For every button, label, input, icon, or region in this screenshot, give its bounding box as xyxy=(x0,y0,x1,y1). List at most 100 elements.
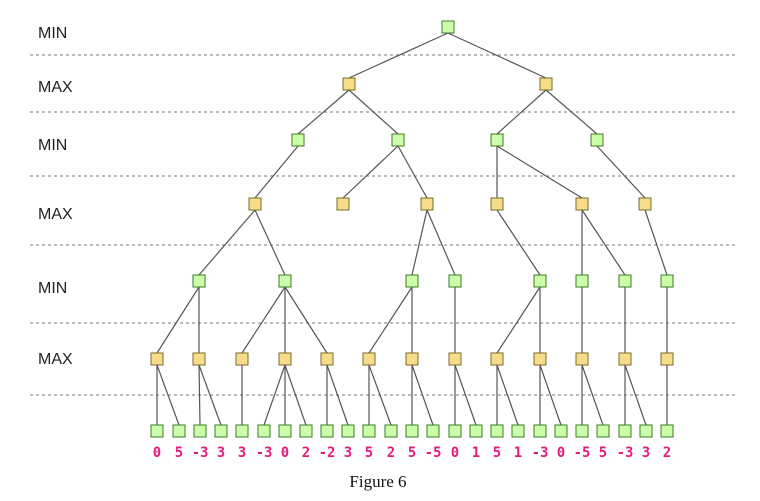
leaf-node xyxy=(405,424,419,438)
leaf-value: 0 xyxy=(557,445,565,461)
leaf-value: -5 xyxy=(425,445,442,461)
max-node xyxy=(638,197,652,211)
max-node xyxy=(336,197,350,211)
leaf-node xyxy=(150,424,164,438)
max-node xyxy=(192,352,206,366)
min-node xyxy=(391,133,405,147)
max-node xyxy=(420,197,434,211)
tree-edge xyxy=(454,364,477,426)
tree-edge xyxy=(545,89,598,135)
tree-edge xyxy=(326,364,349,426)
leaf-node xyxy=(341,424,355,438)
leaf-node xyxy=(257,424,271,438)
min-node xyxy=(278,274,292,288)
leaf-node xyxy=(278,424,292,438)
leaf-node xyxy=(172,424,186,438)
min-node xyxy=(660,274,674,288)
leaf-value: 2 xyxy=(387,445,395,461)
leaf-value: 3 xyxy=(217,445,225,461)
leaf-value: 1 xyxy=(514,445,522,461)
tree-edge xyxy=(397,145,428,199)
tree-edge xyxy=(348,32,449,79)
leaf-value: 5 xyxy=(493,445,501,461)
leaf-value: -3 xyxy=(617,445,634,461)
leaf-node xyxy=(660,424,674,438)
leaf-node xyxy=(193,424,207,438)
min-node xyxy=(533,274,547,288)
leaf-node xyxy=(511,424,525,438)
level-label: MIN xyxy=(38,25,67,42)
leaf-value: 5 xyxy=(408,445,416,461)
leaf-value: 2 xyxy=(302,445,310,461)
leaf-value: -3 xyxy=(192,445,209,461)
min-node xyxy=(618,274,632,288)
max-node xyxy=(575,197,589,211)
tree-edge xyxy=(411,209,428,276)
max-node xyxy=(575,352,589,366)
min-node xyxy=(405,274,419,288)
leaf-node xyxy=(533,424,547,438)
min-node xyxy=(291,133,305,147)
leaf-value: 0 xyxy=(153,445,161,461)
leaf-value: 3 xyxy=(344,445,352,461)
tree-edge xyxy=(581,364,604,426)
tree-edge xyxy=(411,364,434,426)
leaf-value: -3 xyxy=(532,445,549,461)
tree-edge xyxy=(284,286,328,354)
tree-edge xyxy=(496,145,583,199)
tree-edge xyxy=(496,286,541,354)
leaf-value: 2 xyxy=(663,445,671,461)
leaf-value: 3 xyxy=(238,445,246,461)
tree-edge xyxy=(596,145,646,199)
max-node xyxy=(490,197,504,211)
tree-edge xyxy=(496,364,519,426)
tree-edge xyxy=(539,364,562,426)
level-label: MAX xyxy=(38,206,73,223)
tree-edge xyxy=(624,364,647,426)
level-label: MIN xyxy=(38,137,67,154)
tree-edge xyxy=(198,364,201,426)
leaf-node xyxy=(596,424,610,438)
leaf-value: 3 xyxy=(642,445,650,461)
tree-edge xyxy=(368,364,392,426)
leaf-value: -2 xyxy=(319,445,336,461)
tree-edge xyxy=(156,364,180,426)
min-node xyxy=(590,133,604,147)
level-label: MAX xyxy=(38,351,73,368)
level-label: MAX xyxy=(38,79,73,96)
leaf-node xyxy=(384,424,398,438)
max-node xyxy=(235,352,249,366)
max-node xyxy=(278,352,292,366)
tree-edge xyxy=(254,209,286,276)
tree-edge xyxy=(284,364,307,426)
max-node xyxy=(533,352,547,366)
max-node xyxy=(150,352,164,366)
leaf-node xyxy=(448,424,462,438)
tree-edge xyxy=(644,209,668,276)
tree-edge xyxy=(254,145,299,199)
tree-edge xyxy=(348,89,399,135)
max-node xyxy=(320,352,334,366)
max-node xyxy=(539,77,553,91)
max-node xyxy=(248,197,262,211)
leaf-value: -3 xyxy=(256,445,273,461)
min-node xyxy=(490,133,504,147)
tree-edge xyxy=(198,209,256,276)
tree-edge xyxy=(496,89,547,135)
tree-edge xyxy=(156,286,200,354)
max-node xyxy=(448,352,462,366)
figure-caption: Figure 6 xyxy=(349,472,406,491)
leaf-value: 0 xyxy=(451,445,459,461)
max-node xyxy=(342,77,356,91)
leaf-value: 0 xyxy=(281,445,289,461)
min-node xyxy=(448,274,462,288)
min-node xyxy=(575,274,589,288)
max-node xyxy=(405,352,419,366)
tree-edge xyxy=(581,209,626,276)
leaf-node xyxy=(490,424,504,438)
leaf-node xyxy=(469,424,483,438)
tree-edge xyxy=(297,89,350,135)
leaf-value: -5 xyxy=(574,445,591,461)
leaf-value: 5 xyxy=(175,445,183,461)
